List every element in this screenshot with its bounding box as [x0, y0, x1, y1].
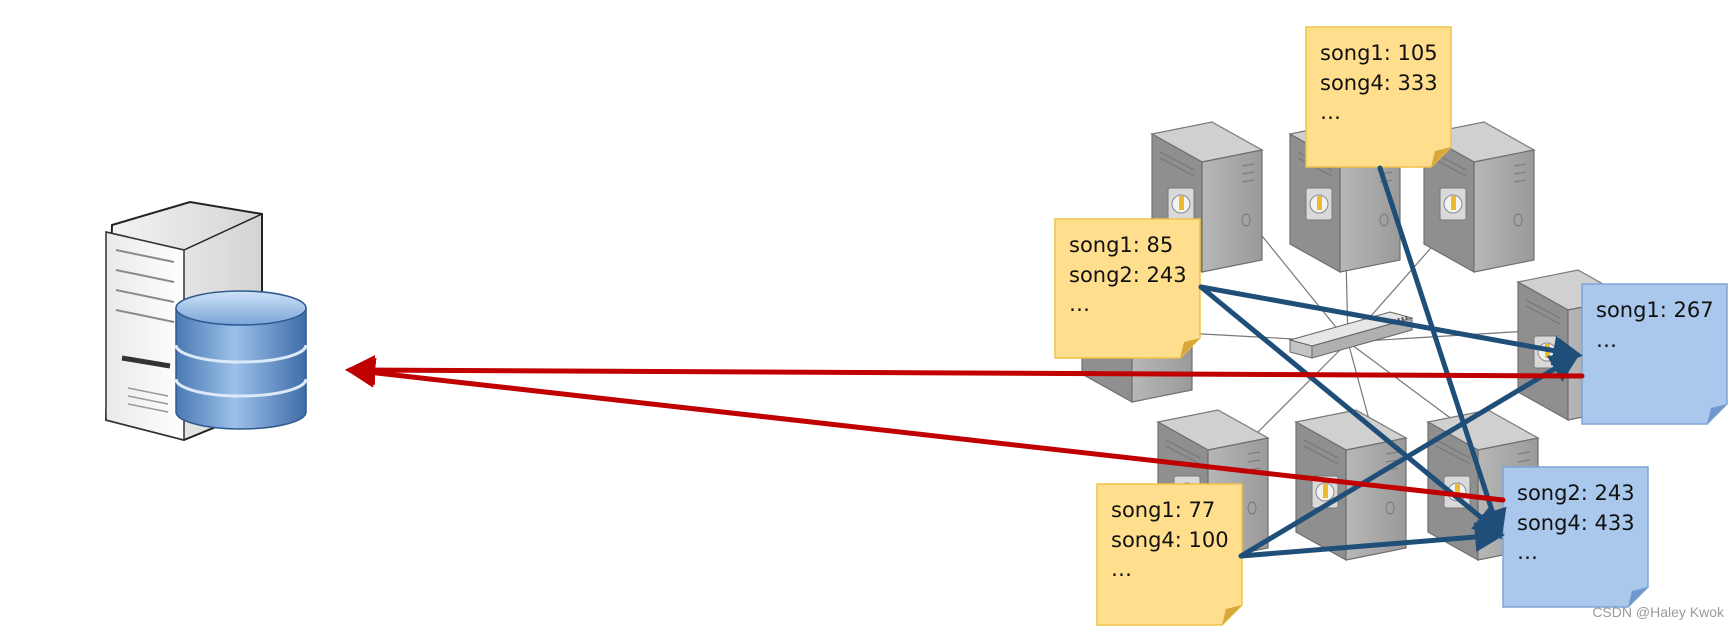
note-lines-reduce-bottom: song2: 243 song4: 433 …: [1517, 479, 1635, 568]
sticky-note-fold: [1628, 587, 1648, 607]
sticky-note-reduce-right: [1581, 283, 1728, 425]
note-line: …: [1596, 327, 1617, 352]
sticky-note-fold: [1180, 338, 1200, 358]
note-line: …: [1517, 540, 1538, 564]
result-arrow-reduce-bottom-to-client: [345, 357, 1506, 503]
sticky-note-map-bottom: [1096, 483, 1243, 626]
sticky-note-map-left: [1054, 218, 1201, 359]
note-lines-reduce-right: song1: 267 …: [1596, 296, 1714, 355]
shuffle-arrow-map-bottom-to-reduce-right: [1238, 353, 1581, 559]
database-icon: [174, 290, 308, 430]
note-lines-map-left: song1: 85 song2: 243 …: [1069, 231, 1187, 320]
notes-layer: [1054, 26, 1728, 626]
sticky-note-reduce-bottom: [1502, 466, 1649, 608]
note-line: song2: 243: [1517, 481, 1635, 505]
shuffle-arrow-map-top-to-reduce-bottom: [1377, 165, 1507, 540]
note-line: song1: 77: [1111, 498, 1216, 522]
note-line: song1: 105: [1320, 41, 1438, 65]
note-line: …: [1320, 100, 1341, 124]
note-line: …: [1111, 557, 1132, 581]
note-line: song4: 100: [1111, 527, 1229, 552]
note-lines-map-top: song1: 105 song4: 333 …: [1320, 39, 1438, 128]
note-line: song4: 433: [1517, 510, 1635, 535]
note-line: song2: 243: [1069, 262, 1187, 287]
sticky-note-fold: [1707, 404, 1727, 424]
result-arrow-reduce-right-to-client: [345, 355, 1585, 386]
note-line: song1: 85: [1069, 233, 1174, 257]
arrows-layer: [345, 165, 1585, 559]
sticky-note-fold: [1222, 605, 1242, 625]
client-server: [104, 200, 308, 442]
sticky-note-fold: [1431, 147, 1451, 167]
sticky-note-map-top: [1305, 26, 1452, 168]
note-line: song4: 333: [1320, 70, 1438, 95]
shuffle-arrow-map-left-to-reduce-right: [1198, 284, 1583, 366]
note-line: song1: 267: [1596, 298, 1714, 322]
note-lines-map-bottom: song1: 77 song4: 100 …: [1111, 496, 1229, 585]
shuffle-arrow-map-bottom-to-reduce-bottom: [1238, 522, 1505, 559]
note-line: …: [1069, 292, 1090, 316]
watermark: CSDN @Haley Kwok: [1592, 604, 1724, 620]
